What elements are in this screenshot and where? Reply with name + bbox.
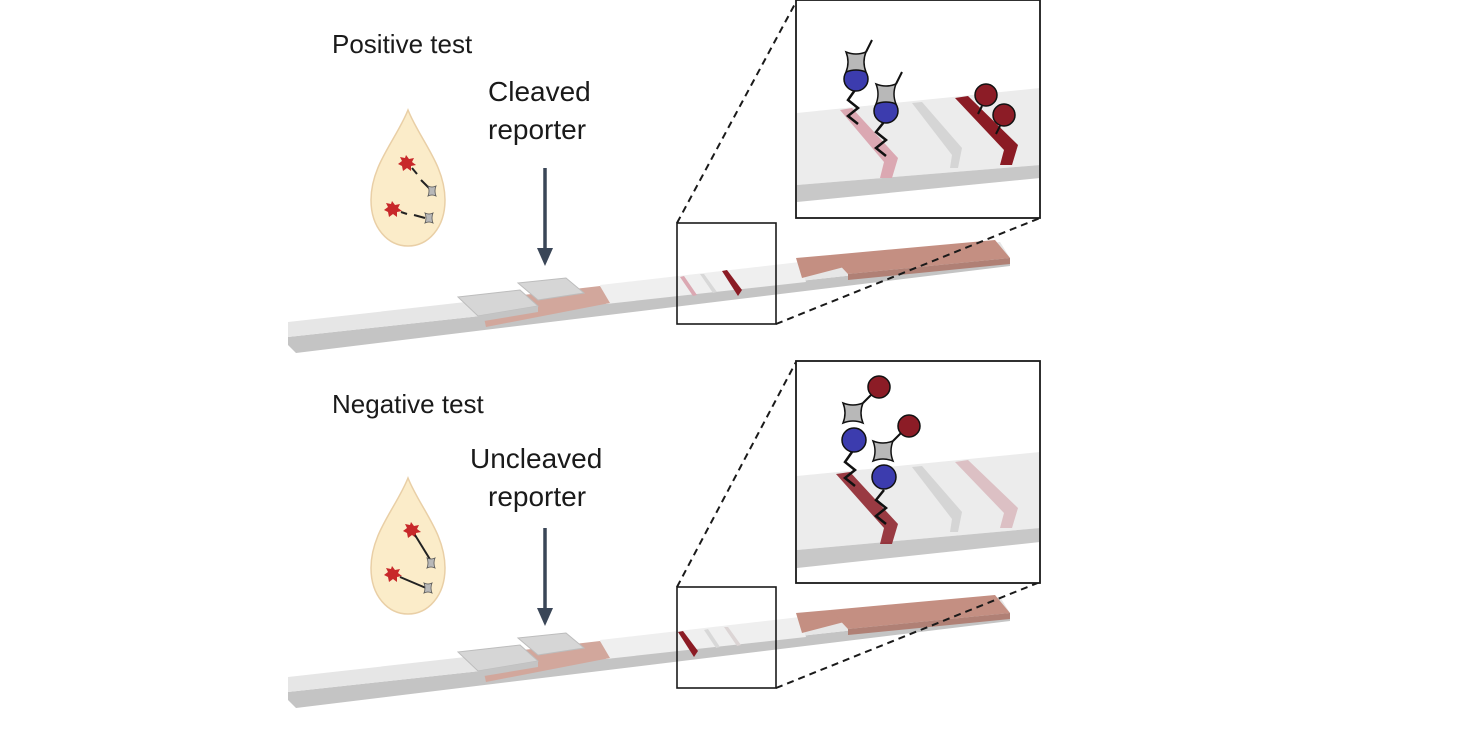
gray-reporter-icon [874, 82, 898, 106]
intact-linker-icon [414, 534, 432, 562]
cleaved-linker-icon [411, 167, 418, 175]
cleaved-reporter-label-line2: reporter [488, 114, 586, 145]
absorbent-pad [830, 240, 1010, 274]
positive-test-title: Positive test [332, 29, 473, 59]
test-line-magnified [840, 108, 898, 178]
negative-inset-magnified-view [795, 360, 1041, 584]
antibody-linker-icon [842, 451, 858, 487]
cleaved-reporter-label-line1: Cleaved [488, 76, 591, 107]
gray-reporter-icon [423, 582, 433, 594]
absorbent-pad-step [796, 610, 848, 633]
red-target-molecule-icon [403, 522, 421, 538]
control-line-magnified [955, 460, 1018, 528]
sample-pad-top [516, 632, 586, 656]
zoom-region-box [676, 586, 777, 689]
gray-line [700, 274, 717, 293]
positive-inset-magnified-view [795, 0, 1041, 219]
antibody-linker-icon [873, 121, 889, 157]
red-particle-icon [897, 414, 921, 438]
test-line [680, 276, 697, 296]
gray-reporter-icon [424, 212, 434, 224]
absorbent-pad [830, 595, 1010, 629]
blue-particle-icon [871, 464, 897, 490]
intact-linker-icon [399, 576, 427, 589]
red-particle-icon [974, 83, 998, 107]
membrane [600, 617, 806, 659]
cleaved-linker-icon [420, 179, 430, 189]
membrane [600, 262, 806, 304]
zoom-connector-line [676, 1, 797, 224]
gray-reporter-icon [426, 557, 436, 569]
red-target-molecule-icon [384, 566, 402, 582]
sample-pad-top [516, 277, 586, 301]
sample-droplet-icon [370, 107, 446, 247]
cleaved-linker-icon [413, 214, 426, 219]
antibody-linker-icon [873, 489, 889, 525]
red-particle-icon [867, 375, 891, 399]
sample-droplet-icon [370, 475, 446, 615]
gray-reporter-icon [844, 50, 868, 74]
red-target-molecule-icon [384, 201, 402, 217]
down-arrow-icon [537, 168, 553, 266]
test-strip [288, 240, 1010, 353]
negative-test-title: Negative test [332, 389, 485, 419]
red-target-molecule-icon [398, 155, 416, 171]
gray-line [704, 629, 720, 648]
antibody-linker-icon [845, 89, 861, 125]
uncleaved-reporter-label-line1: Uncleaved [470, 443, 602, 474]
control-line [724, 627, 741, 646]
uncleaved-reporter-label-line2: reporter [488, 481, 586, 512]
gray-reporter-icon [427, 185, 437, 197]
test-line [678, 631, 698, 657]
negative-test-panel: Negative test Uncleaved reporter [288, 360, 1041, 708]
test-line-magnified [836, 472, 898, 544]
test-strip [288, 595, 1010, 708]
red-particle-icon [992, 103, 1016, 127]
absorbent-pad-step [796, 255, 848, 278]
zoom-region-box [676, 222, 777, 325]
blue-particle-icon [841, 427, 867, 453]
control-line [722, 270, 742, 296]
down-arrow-icon [537, 528, 553, 626]
positive-test-panel: Positive test Cleaved reporter [288, 0, 1041, 353]
control-line-magnified [955, 96, 1018, 165]
gray-reporter-icon [871, 439, 895, 463]
zoom-connector-line [676, 361, 797, 588]
cleaved-linker-icon [400, 211, 408, 215]
gray-reporter-icon [841, 401, 865, 425]
